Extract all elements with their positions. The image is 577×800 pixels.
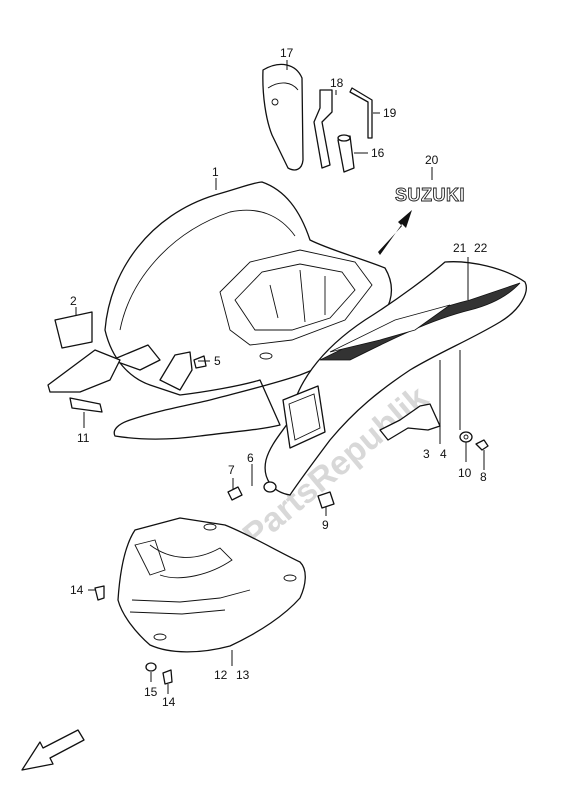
callout-2: 2 [70,294,77,308]
callout-1: 1 [212,165,219,179]
side-panel-part [264,261,527,496]
callout-4: 4 [440,447,447,461]
callout-9: 9 [322,518,329,532]
callout-22: 22 [474,241,488,255]
callout-5: 5 [214,354,221,368]
callout-11: 11 [77,431,90,445]
callout-labels: 17 18 19 16 20 1 21 22 2 5 11 3 4 10 8 7… [70,46,488,709]
suzuki-decal: SUZUKI [395,185,465,206]
pad-part [54,311,93,349]
callout-14-upper: 14 [70,583,84,597]
callout-14-lower: 14 [162,695,176,709]
bolt-part-7 [227,486,243,501]
washer-part [459,431,473,443]
mud-guard-part [117,517,306,653]
tool-strap-part [313,89,333,169]
callout-20: 20 [425,153,439,167]
callout-16: 16 [371,146,385,160]
rear-fender-part [47,181,393,440]
washer-part-15 [145,662,157,672]
callout-17: 17 [280,46,294,60]
callout-7: 7 [228,463,235,477]
hex-wrench-part [349,87,373,139]
callout-6: 6 [247,451,254,465]
callout-12: 12 [214,668,228,682]
callout-10: 10 [458,466,472,480]
tube-part [337,134,355,173]
bolt-part-14-upper [94,585,105,601]
direction-arrow-large [21,729,85,771]
clip-part [193,355,207,369]
callout-8: 8 [480,470,487,484]
washer-part-6 [263,481,277,493]
suzuki-decal-text: SUZUKI [395,185,465,205]
bolt-part-14-lower [162,669,173,685]
callout-19: 19 [383,106,397,120]
bolt-part-8 [475,439,489,451]
callout-21: 21 [453,241,467,255]
callout-18: 18 [330,76,344,90]
callout-13: 13 [236,668,250,682]
grommet-part [317,491,335,509]
block-part [69,397,103,413]
leader-lines [75,60,485,694]
tool-bag-part [262,63,304,171]
callout-15: 15 [144,685,158,699]
callout-3: 3 [423,447,430,461]
direction-arrow-small [378,210,412,255]
